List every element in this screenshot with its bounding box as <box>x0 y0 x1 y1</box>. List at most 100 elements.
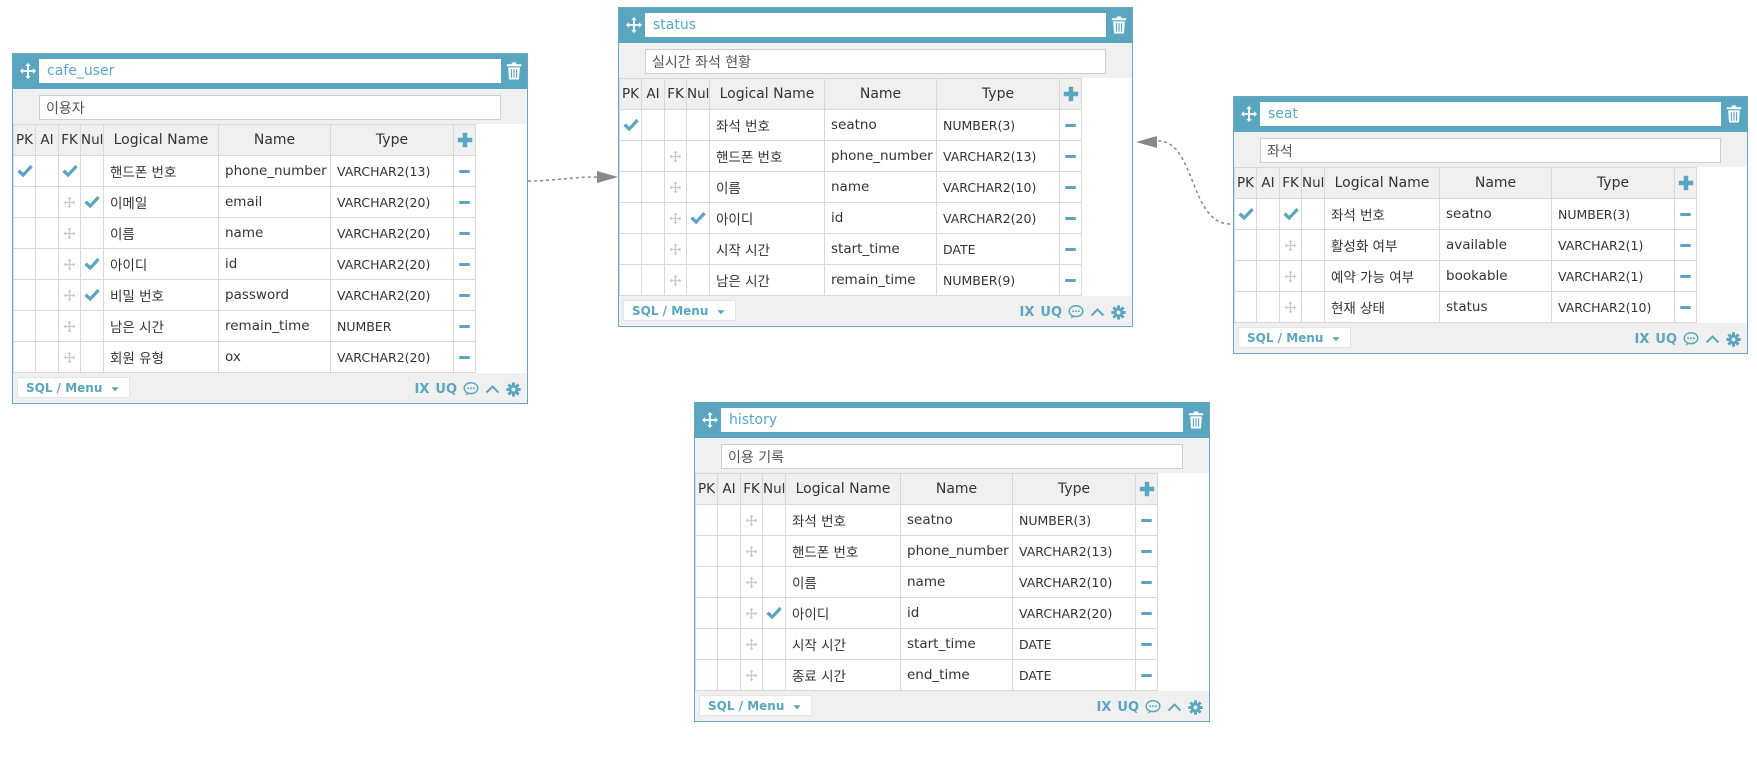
remove-column-button[interactable] <box>1135 659 1158 691</box>
notnull-cell[interactable] <box>80 186 104 218</box>
logical-name-cell[interactable]: 좌석 번호 <box>785 504 901 536</box>
fk-cell[interactable] <box>740 659 763 691</box>
minus-icon[interactable] <box>457 350 472 365</box>
notnull-cell[interactable] <box>762 504 786 536</box>
speech-bubble-icon[interactable] <box>1683 331 1699 347</box>
remove-column-button[interactable] <box>1059 171 1082 203</box>
column-type-cell[interactable]: NUMBER <box>330 310 454 342</box>
ai-cell[interactable] <box>717 597 741 629</box>
notnull-cell[interactable] <box>762 628 786 660</box>
logical-name-cell[interactable]: 이름 <box>709 171 825 203</box>
minus-icon[interactable] <box>1678 207 1693 222</box>
logical-name-cell[interactable]: 남은 시간 <box>103 310 219 342</box>
fk-cell[interactable] <box>664 264 687 296</box>
add-column-button[interactable] <box>1059 78 1082 110</box>
logical-name-cell[interactable]: 아이디 <box>785 597 901 629</box>
pk-cell[interactable] <box>619 171 642 203</box>
fk-cell[interactable] <box>664 233 687 265</box>
ai-cell[interactable] <box>717 566 741 598</box>
pk-cell[interactable] <box>13 217 36 249</box>
column-name-cell[interactable]: start_time <box>900 628 1013 660</box>
column-type-cell[interactable]: VARCHAR2(20) <box>936 202 1060 234</box>
minus-icon[interactable] <box>457 226 472 241</box>
pk-cell[interactable] <box>1234 291 1257 323</box>
column-type-cell[interactable]: VARCHAR2(13) <box>936 140 1060 172</box>
logical-name-cell[interactable]: 시작 시간 <box>785 628 901 660</box>
notnull-cell[interactable] <box>686 109 710 141</box>
minus-icon[interactable] <box>1063 242 1078 257</box>
logical-name-cell[interactable]: 이메일 <box>103 186 219 218</box>
notnull-cell[interactable] <box>762 659 786 691</box>
pk-cell[interactable] <box>619 140 642 172</box>
pk-cell[interactable] <box>13 279 36 311</box>
remove-column-button[interactable] <box>1674 198 1697 230</box>
remove-column-button[interactable] <box>453 279 476 311</box>
ai-cell[interactable] <box>641 171 665 203</box>
notnull-cell[interactable] <box>686 264 710 296</box>
ai-cell[interactable] <box>35 155 59 187</box>
column-name-cell[interactable]: bookable <box>1439 260 1552 292</box>
notnull-cell[interactable] <box>1301 291 1325 323</box>
fk-cell[interactable] <box>740 504 763 536</box>
remove-column-button[interactable] <box>1674 291 1697 323</box>
ai-cell[interactable] <box>1256 291 1280 323</box>
column-type-cell[interactable]: VARCHAR2(1) <box>1551 229 1675 261</box>
remove-column-button[interactable] <box>453 248 476 280</box>
column-type-cell[interactable]: DATE <box>936 233 1060 265</box>
trash-icon[interactable] <box>505 60 523 82</box>
column-name-cell[interactable]: ox <box>218 341 331 373</box>
fk-cell[interactable] <box>740 566 763 598</box>
sql-menu-button[interactable]: SQL / Menu <box>699 695 813 716</box>
entity-comment-input[interactable] <box>39 95 501 120</box>
minus-icon[interactable] <box>1139 637 1154 652</box>
entity-comment-input[interactable] <box>721 444 1183 469</box>
minus-icon[interactable] <box>1678 300 1693 315</box>
logical-name-cell[interactable]: 남은 시간 <box>709 264 825 296</box>
plus-icon[interactable] <box>1062 85 1080 103</box>
plus-icon[interactable] <box>1138 480 1156 498</box>
column-type-cell[interactable]: DATE <box>1012 659 1136 691</box>
move-icon[interactable] <box>1240 105 1258 123</box>
minus-icon[interactable] <box>1678 238 1693 253</box>
column-name-cell[interactable]: phone_number <box>218 155 331 187</box>
relation-line-cafe_user-status[interactable] <box>527 176 598 182</box>
logical-name-cell[interactable]: 좌석 번호 <box>709 109 825 141</box>
speech-bubble-icon[interactable] <box>1068 304 1084 320</box>
ai-cell[interactable] <box>35 186 59 218</box>
column-name-cell[interactable]: start_time <box>824 233 937 265</box>
chevron-up-icon[interactable] <box>1167 700 1182 715</box>
index-button[interactable]: IX <box>1096 699 1112 715</box>
column-type-cell[interactable]: NUMBER(3) <box>936 109 1060 141</box>
ai-cell[interactable] <box>717 659 741 691</box>
ai-cell[interactable] <box>717 628 741 660</box>
fk-cell[interactable] <box>1279 291 1302 323</box>
fk-cell[interactable] <box>664 171 687 203</box>
notnull-cell[interactable] <box>80 217 104 249</box>
logical-name-cell[interactable]: 종료 시간 <box>785 659 901 691</box>
drag-handle-icon[interactable] <box>669 150 682 163</box>
notnull-cell[interactable] <box>1301 198 1325 230</box>
notnull-cell[interactable] <box>1301 260 1325 292</box>
fk-cell[interactable] <box>664 202 687 234</box>
notnull-cell[interactable] <box>762 535 786 567</box>
notnull-cell[interactable] <box>80 248 104 280</box>
add-column-button[interactable] <box>1674 167 1697 199</box>
minus-icon[interactable] <box>1139 606 1154 621</box>
logical-name-cell[interactable]: 시작 시간 <box>709 233 825 265</box>
drag-handle-icon[interactable] <box>63 196 76 209</box>
logical-name-cell[interactable]: 활성화 여부 <box>1324 229 1440 261</box>
sql-menu-button[interactable]: SQL / Menu <box>623 300 737 321</box>
fk-cell[interactable] <box>58 310 81 342</box>
logical-name-cell[interactable]: 이름 <box>103 217 219 249</box>
remove-column-button[interactable] <box>1135 628 1158 660</box>
remove-column-button[interactable] <box>1059 140 1082 172</box>
pk-cell[interactable] <box>1234 229 1257 261</box>
pk-cell[interactable] <box>13 248 36 280</box>
minus-icon[interactable] <box>1139 513 1154 528</box>
